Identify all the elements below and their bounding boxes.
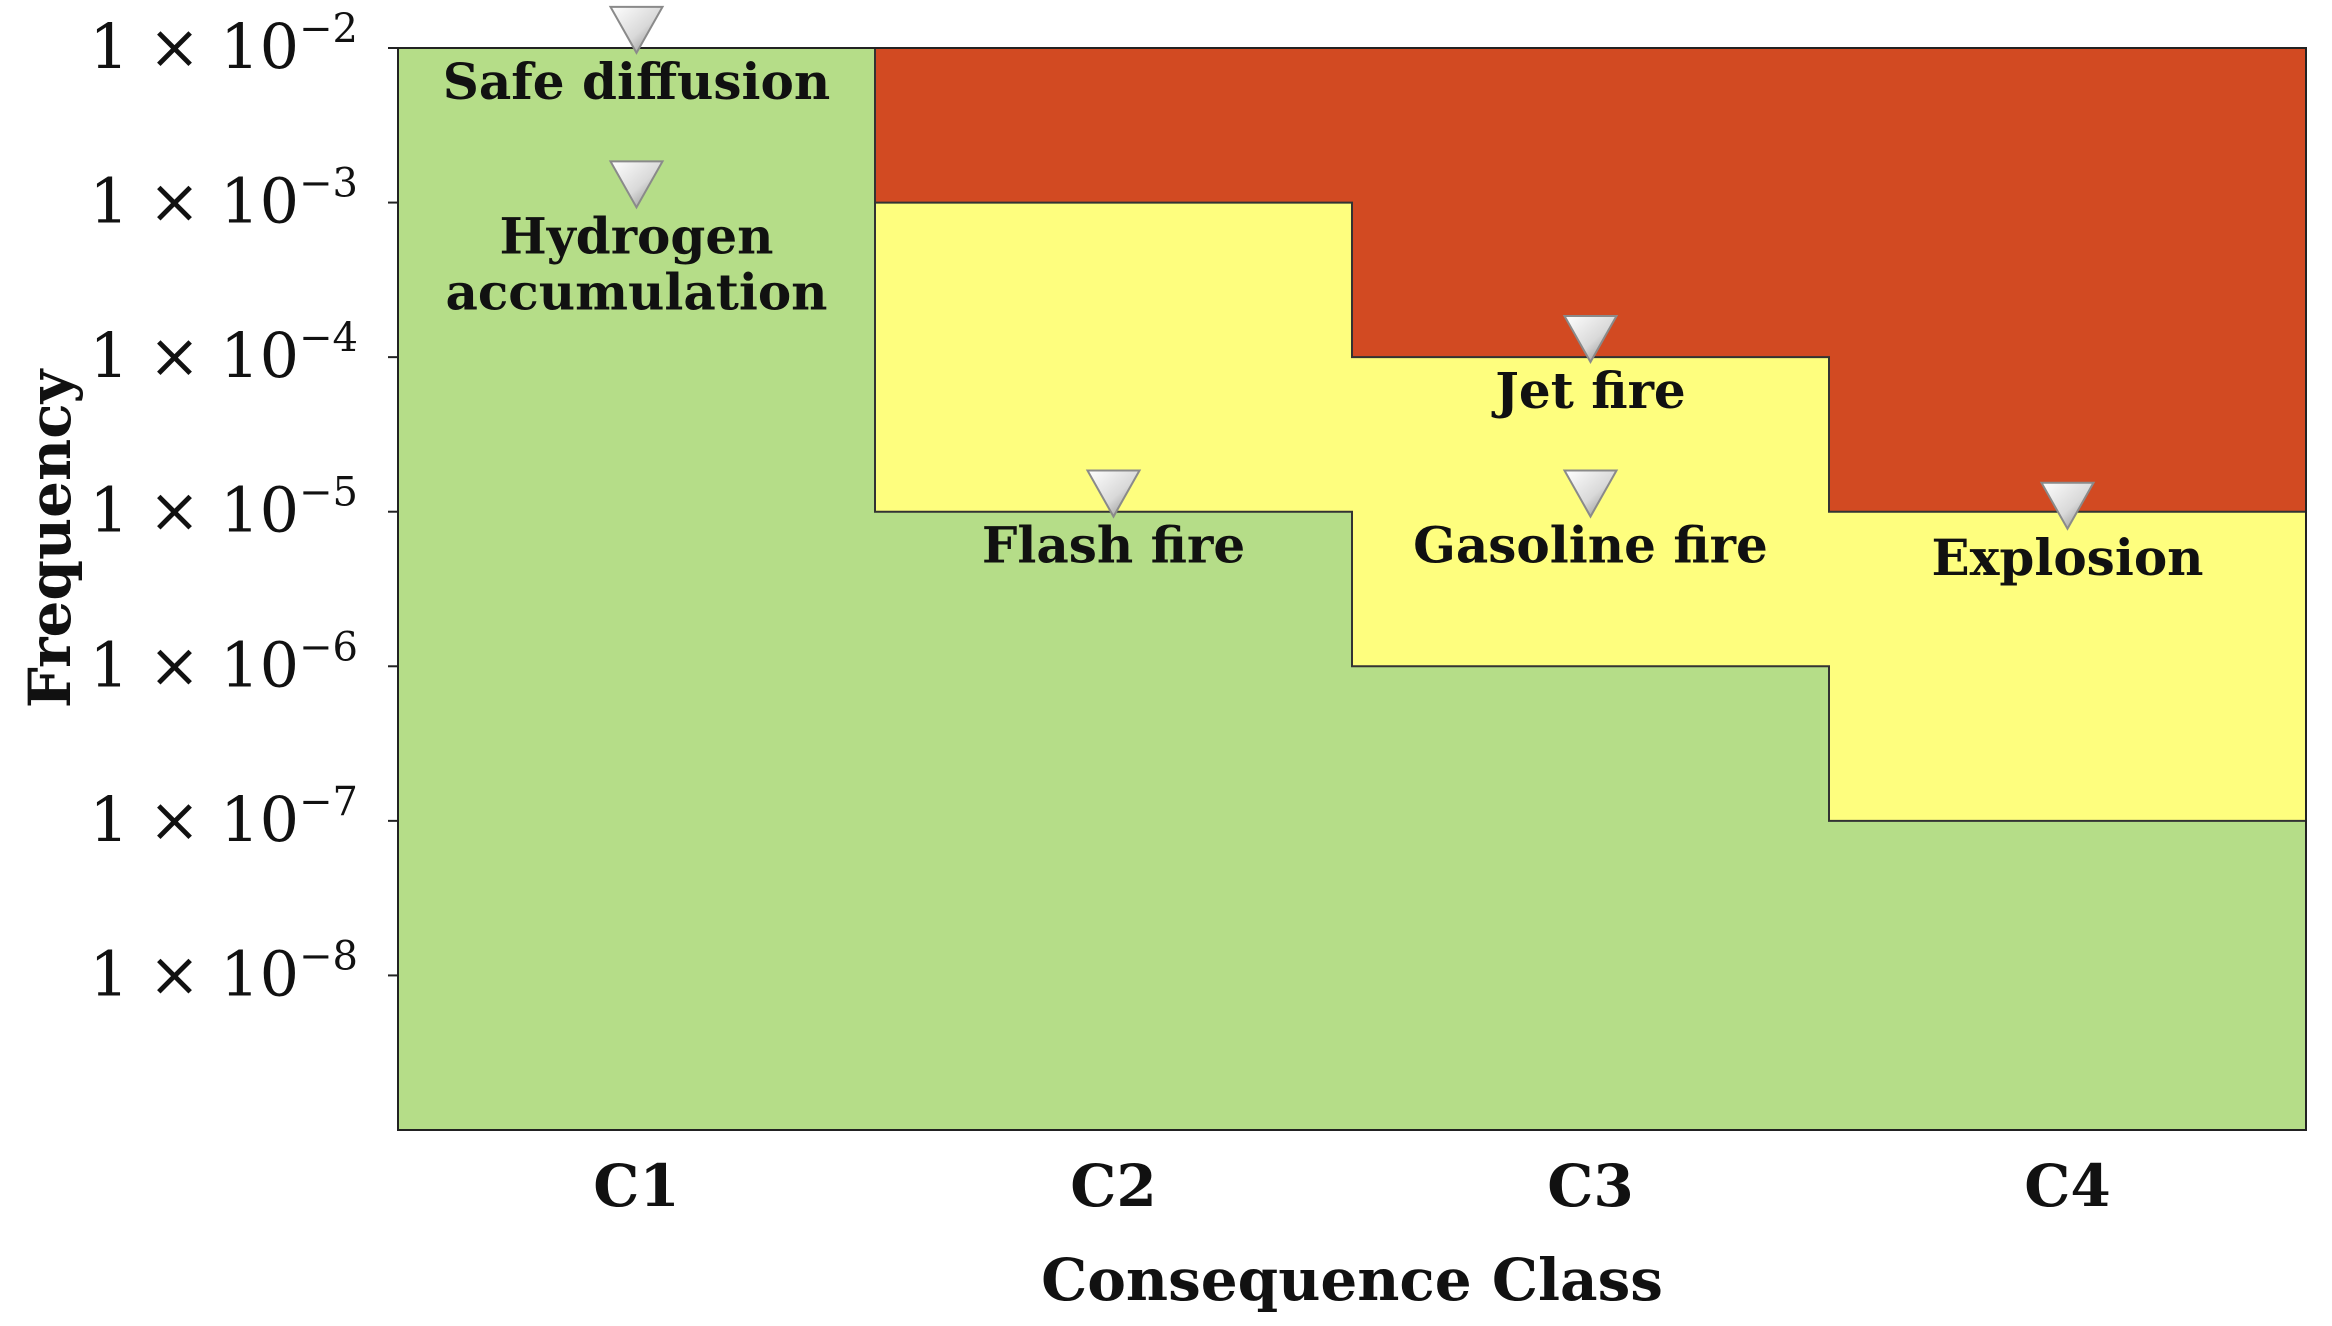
event-label-jet-fire: Jet fire — [1491, 361, 1685, 420]
event-label-gasoline-fire: Gasoline fire — [1413, 516, 1768, 575]
y-tick-label: 1 × 10−4 — [89, 315, 358, 392]
event-marker-safe-diffusion — [608, 5, 665, 55]
x-axis-title: Consequence Class — [1041, 1246, 1663, 1314]
y-tick-label: 1 × 10−3 — [89, 161, 358, 238]
event-label-hydrogen-accumulation: Hydrogen — [499, 206, 773, 265]
risk-zones — [398, 48, 2306, 1130]
y-axis-ticks: 1 × 10−2 1 × 10−3 1 × 10−4 1 × 10−5 1 × 10−6… — [89, 6, 398, 1010]
y-tick-label: 1 × 10−6 — [89, 624, 358, 701]
event-markers: Safe diffusionHydrogenaccumulationFlash … — [443, 5, 2204, 587]
x-axis-ticks: C1 C2 C3 C4 — [593, 1152, 2111, 1220]
event-label-safe-diffusion: Safe diffusion — [443, 52, 830, 111]
event-marker-flash-fire — [1085, 469, 1142, 519]
y-tick-label: 1 × 10−5 — [89, 470, 358, 547]
event-marker-hydrogen-accumulation — [608, 160, 665, 210]
zone-tolerable-c4 — [1829, 511, 2306, 821]
zone-acceptable-c4 — [1829, 820, 2306, 1130]
event-jet-fire: Jet fire — [1491, 314, 1686, 420]
unacceptable-boundary-line — [398, 47, 2306, 513]
zone-unacceptable-c2 — [875, 48, 1352, 203]
y-tick-label: 1 × 10−8 — [89, 933, 358, 1010]
zone-boundaries — [398, 47, 2306, 822]
event-gasoline-fire: Gasoline fire — [1413, 469, 1768, 575]
event-marker-explosion — [2039, 481, 2096, 531]
x-tick-label-c4: C4 — [2024, 1152, 2111, 1220]
x-tick-label-c2: C2 — [1070, 1152, 1157, 1220]
plot-frame — [397, 47, 2307, 1131]
zone-acceptable-c3 — [1352, 666, 1829, 1130]
zone-unacceptable-c4 — [1829, 48, 2306, 512]
zone-unacceptable-c3 — [1352, 48, 1829, 358]
event-label-hydrogen-accumulation: accumulation — [445, 262, 827, 321]
x-tick-label-c1: C1 — [593, 1152, 680, 1220]
zone-acceptable-c2 — [875, 511, 1352, 1130]
event-label-explosion: Explosion — [1931, 528, 2203, 587]
event-safe-diffusion: Safe diffusion — [443, 5, 830, 111]
event-marker-gasoline-fire — [1562, 469, 1619, 519]
y-tick-label: 1 × 10−2 — [89, 6, 358, 83]
y-axis-title: Frequency — [16, 367, 84, 708]
zone-acceptable-c1 — [398, 48, 875, 1130]
event-flash-fire: Flash fire — [982, 469, 1245, 575]
zone-tolerable-c2 — [875, 202, 1352, 512]
event-label-flash-fire: Flash fire — [982, 516, 1245, 575]
x-tick-label-c3: C3 — [1547, 1152, 1634, 1220]
event-explosion: Explosion — [1931, 481, 2204, 587]
y-tick-label: 1 × 10−7 — [89, 779, 358, 856]
event-marker-jet-fire — [1562, 314, 1619, 364]
